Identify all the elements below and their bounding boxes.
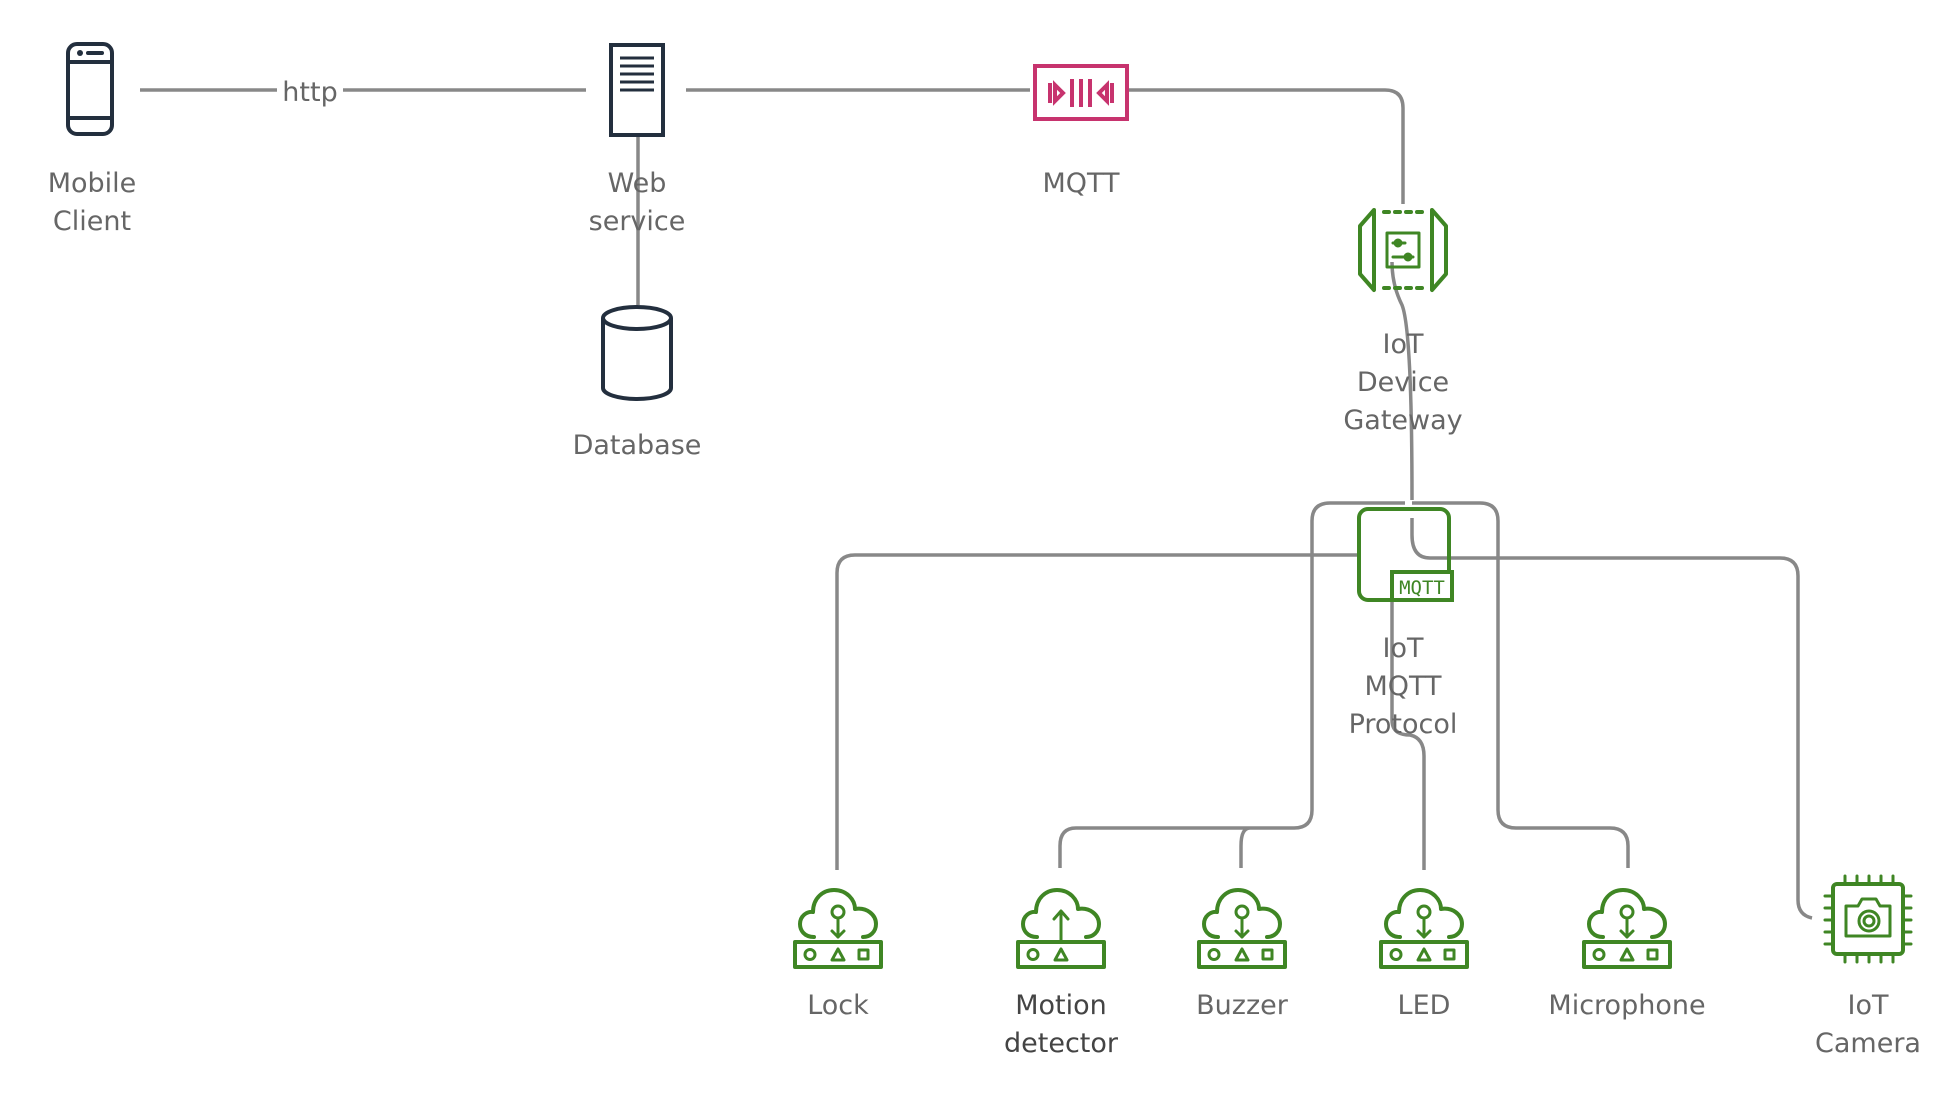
node-microphone[interactable]: Microphone [1548,888,1706,1021]
iot-sensor-icon [1016,888,1106,969]
database-icon [601,305,673,401]
node-iot-gateway[interactable]: IoT Device Gateway [1343,208,1463,436]
iot-actuator-icon [1582,888,1672,969]
iot-actuator-icon [793,888,883,969]
iot-actuator-icon [1379,888,1469,969]
node-motion-detector[interactable]: Motion detector [1004,888,1119,1059]
motion-label-line1: Motion [1015,990,1107,1021]
node-database[interactable]: Database [573,305,702,461]
edge-protocol-camera [1410,518,1813,920]
node-iot-mqtt-protocol[interactable]: MQTT IoT MQTT Protocol [1349,507,1458,740]
connectors: http [140,77,1813,920]
web-service-label-line1: Web [608,168,667,199]
iot-camera-label-line2: Camera [1815,1028,1921,1059]
iot-mqtt-label-line1: IoT [1383,633,1424,664]
iot-mqtt-label-line3: Protocol [1349,709,1458,740]
edge-protocol-motion-buzzer [1058,501,1405,868]
mqtt-label: MQTT [1042,168,1120,199]
node-led[interactable]: LED [1379,888,1469,1021]
iot-mqtt-label-line2: MQTT [1364,671,1442,702]
node-web-service[interactable]: Web service [589,43,686,237]
database-label: Database [573,430,702,461]
web-service-label-line2: service [589,206,686,237]
mobile-client-label-line2: Client [53,206,131,237]
lock-label: Lock [807,990,869,1021]
iot-camera-chip-icon [1823,874,1913,964]
mqtt-broker-icon [1033,64,1129,121]
node-iot-camera[interactable]: IoT Camera [1815,874,1921,1059]
iot-device-gateway-icon [1358,208,1448,292]
edge-protocol-lock [835,553,1357,870]
edge-protocol-microphone [1412,501,1630,868]
node-mqtt[interactable]: MQTT [1033,64,1129,199]
led-label: LED [1398,990,1451,1021]
iot-gateway-label-line1: IoT [1383,329,1424,360]
node-buzzer[interactable]: Buzzer [1196,888,1289,1021]
mqtt-badge-text: MQTT [1399,577,1445,599]
edge-gateway-mqttprotocol [1390,261,1414,501]
edge-protocol-led [1390,585,1426,870]
iot-gateway-label-line3: Gateway [1343,405,1462,436]
microphone-label: Microphone [1548,990,1705,1021]
iot-camera-label-line1: IoT [1848,990,1889,1021]
mobile-client-label-line1: Mobile [48,168,137,199]
motion-label-line2: detector [1004,1028,1119,1059]
buzzer-label: Buzzer [1196,990,1289,1021]
node-mobile-client[interactable]: Mobile Client [48,42,137,237]
edge-mqtt-gateway [1128,88,1405,204]
server-icon [609,43,665,137]
edge-http-label: http [282,77,337,108]
mobile-phone-icon [66,42,114,136]
iot-actuator-icon [1197,888,1287,969]
iot-gateway-label-line2: Device [1357,367,1449,398]
iot-mqtt-protocol-icon: MQTT [1357,507,1454,602]
node-lock[interactable]: Lock [793,888,883,1021]
